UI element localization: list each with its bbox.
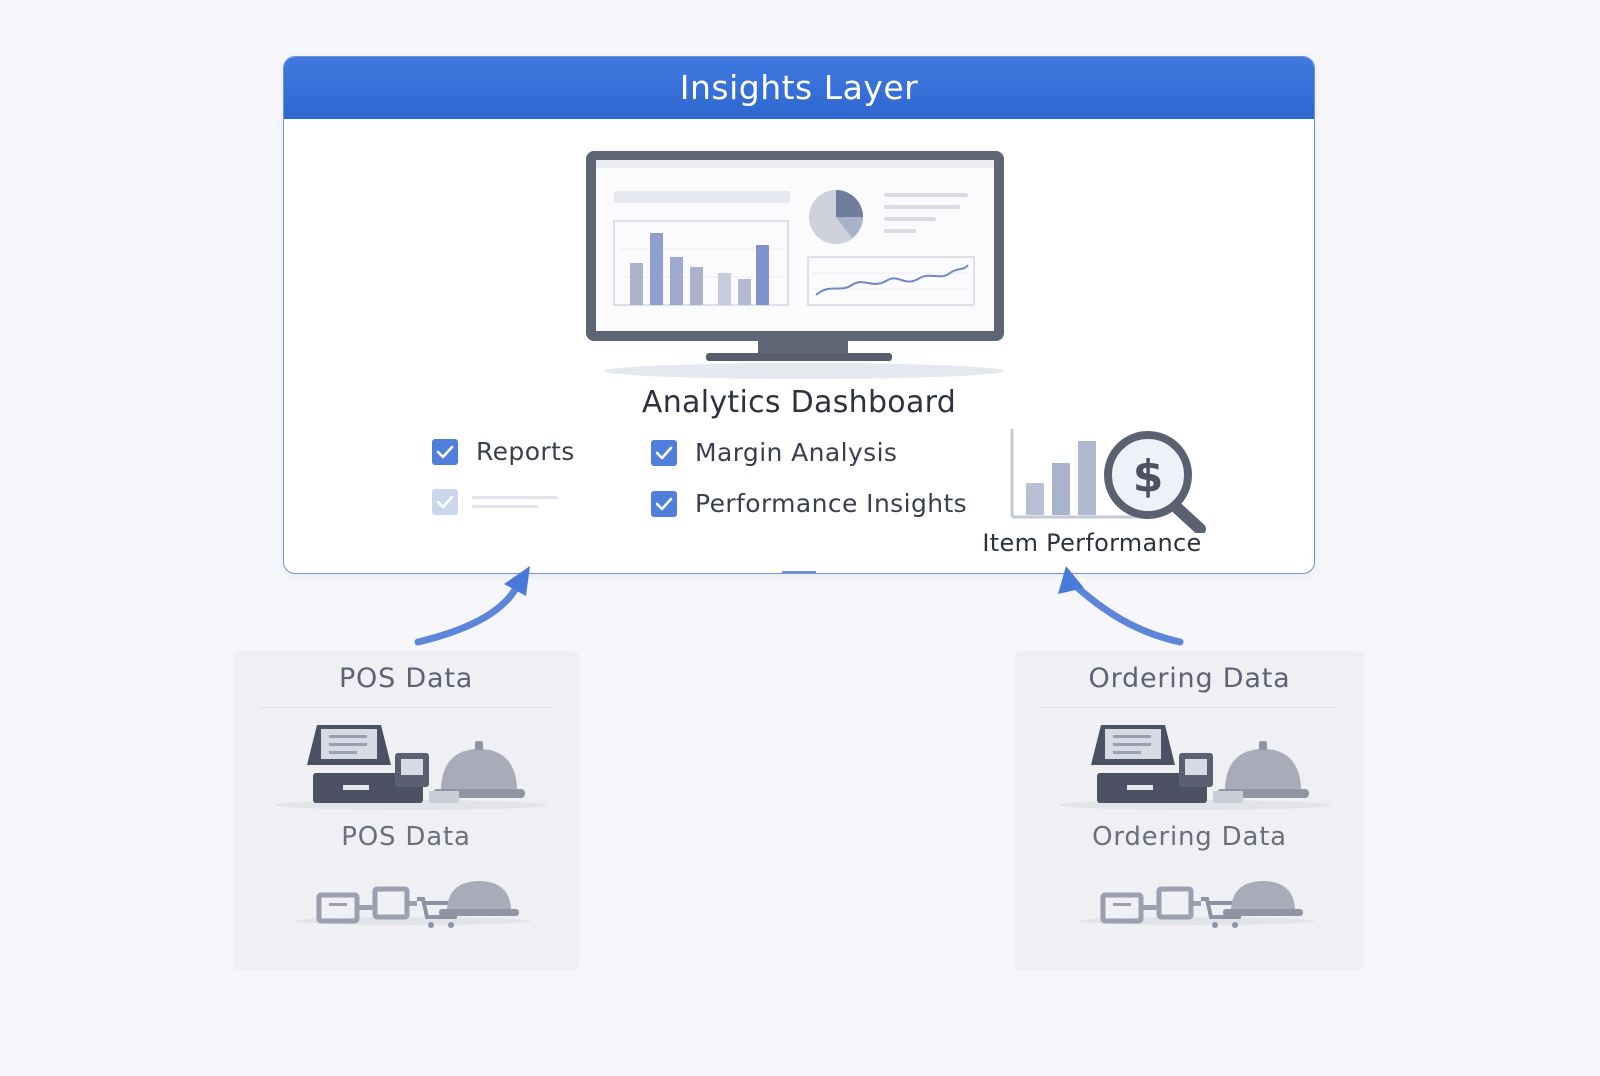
checkbox-checked-icon (651, 490, 677, 517)
bottom-connector (782, 571, 816, 573)
analytics-dashboard-title: Analytics Dashboard (641, 385, 957, 420)
arrow-up-icon (414, 566, 530, 646)
data-flow-icon (1079, 881, 1315, 928)
source-subtitle: POS Data (341, 822, 471, 852)
checklist-item-faded (432, 489, 582, 515)
svg-text:$: $ (1133, 451, 1164, 502)
checklist-label: Reports (476, 437, 575, 466)
data-flow-icon (295, 881, 531, 928)
source-subtitle: Ordering Data (1092, 822, 1287, 852)
insights-layer-card: Insights Layer An (283, 56, 1315, 574)
divider (1041, 707, 1338, 708)
checklist-item-performance-insights: Performance Insights (651, 489, 967, 518)
pos-terminal-icon (275, 725, 547, 810)
source-card-pos: POS Data POS Data (233, 651, 579, 970)
checkbox-checked-icon (651, 439, 677, 466)
checkbox-checked-icon (432, 438, 458, 465)
item-performance-label: Item Performance (982, 529, 1202, 557)
arrow-up-icon (1058, 566, 1184, 646)
checkbox-checked-icon (432, 489, 458, 515)
placeholder-lines (472, 496, 558, 508)
monitor-dashboard-icon (586, 151, 1004, 379)
checklist-item-margin-analysis: Margin Analysis (651, 438, 897, 467)
bar-chart-magnifier-dollar-icon: $ (1010, 429, 1206, 533)
insights-layer-title: Insights Layer (284, 57, 1314, 119)
pos-terminal-icon (1059, 725, 1331, 810)
source-title: POS Data (338, 663, 474, 694)
checklist-item-reports: Reports (432, 437, 575, 466)
source-title: Ordering Data (1088, 663, 1291, 694)
divider (259, 707, 553, 708)
checklist-label: Performance Insights (695, 489, 968, 518)
source-card-ordering: Ordering Data Ordering Data (1015, 651, 1364, 970)
checklist-label: Margin Analysis (695, 438, 898, 467)
